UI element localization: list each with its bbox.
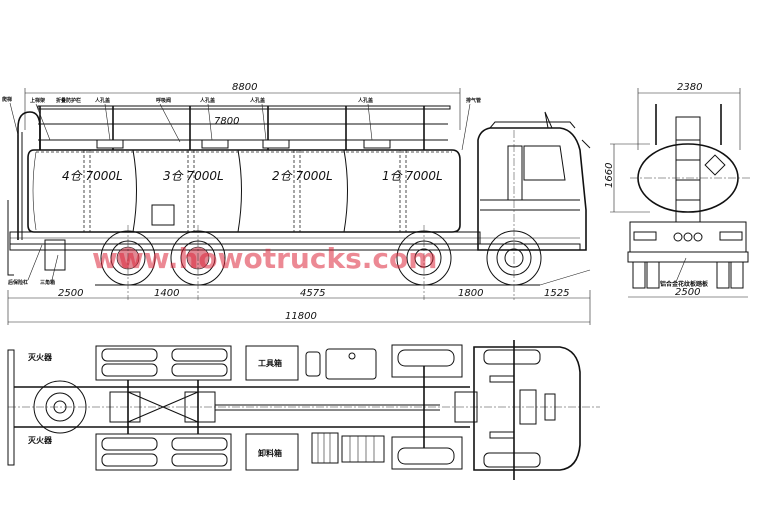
front-view: 2380 1660 铝合金花纹板踏板 2500 [604,82,750,298]
dim-1660: 1660 [604,163,615,188]
tool-box [245,345,299,381]
dim-tank-overall: 8800 [24,82,461,130]
dim-8800: 8800 [232,82,257,93]
callout-ladder: 爬梯 [1,96,12,103]
wheels [95,130,591,300]
cab [477,111,591,251]
callout-exhaust: 排气管 [466,97,481,104]
side-view: 8800 7800 [1,82,591,325]
plan-rear-tires [95,345,232,471]
tool-box-label: 工具箱 [258,358,282,368]
tank-body: 4仓 7000L 3仓 7000L 2仓 7000L 1仓 7000L [27,139,461,233]
axle-dimensions: 2500 1400 4575 1800 1525 11800 [7,288,591,325]
plan-view: 灭火器 灭火器 [7,340,600,480]
compartment-3-label: 3仓 7000L [163,169,224,183]
callout-triangle-box: 三角箱 [40,279,55,286]
callout-step-plate: 铝合金花纹板踏板 [660,280,709,288]
callout-manhole-2: 人孔盖 [199,97,215,104]
hazard-diamond-icon [704,154,726,176]
dim-7800: 7800 [214,116,239,127]
compartment-4-label: 4仓 7000L [62,169,123,183]
dim-1800: 1800 [458,288,483,299]
discharge-box [245,433,299,471]
side-callouts: 爬梯 上梯架 折叠防护栏 人孔盖 呼吸阀 人孔盖 人孔盖 人孔盖 排气管 后保险… [1,96,481,286]
callout-manhole-4: 人孔盖 [357,97,373,104]
callout-vent: 呼吸阀 [156,97,171,104]
callout-manhole-1: 人孔盖 [94,97,110,104]
compartment-2-label: 2仓 7000L [272,169,333,183]
dim-2500-rear: 2500 [58,288,83,299]
dim-1525: 1525 [544,288,569,299]
compartment-1-label: 1仓 7000L [382,169,443,183]
dim-4575: 4575 [300,288,325,299]
watermark: www.howotrucks.com [92,242,437,275]
extinguisher-bottom-label: 灭火器 [27,436,53,445]
dim-2500-width: 2500 [675,287,700,298]
callout-upper-ladder: 上梯架 [30,97,45,104]
chassis-frame [7,200,581,276]
rear-ladder [17,111,41,240]
callout-rear-bumper: 后保险杠 [8,279,28,286]
dim-2380: 2380 [677,82,702,93]
discharge-box-label: 卸料箱 [258,448,282,458]
callout-guardrail: 折叠防护栏 [56,97,81,104]
extinguisher-top-label: 灭火器 [27,353,53,362]
dim-1400: 1400 [154,288,179,299]
callout-manhole-3: 人孔盖 [249,97,265,104]
dim-11800: 11800 [285,311,317,322]
